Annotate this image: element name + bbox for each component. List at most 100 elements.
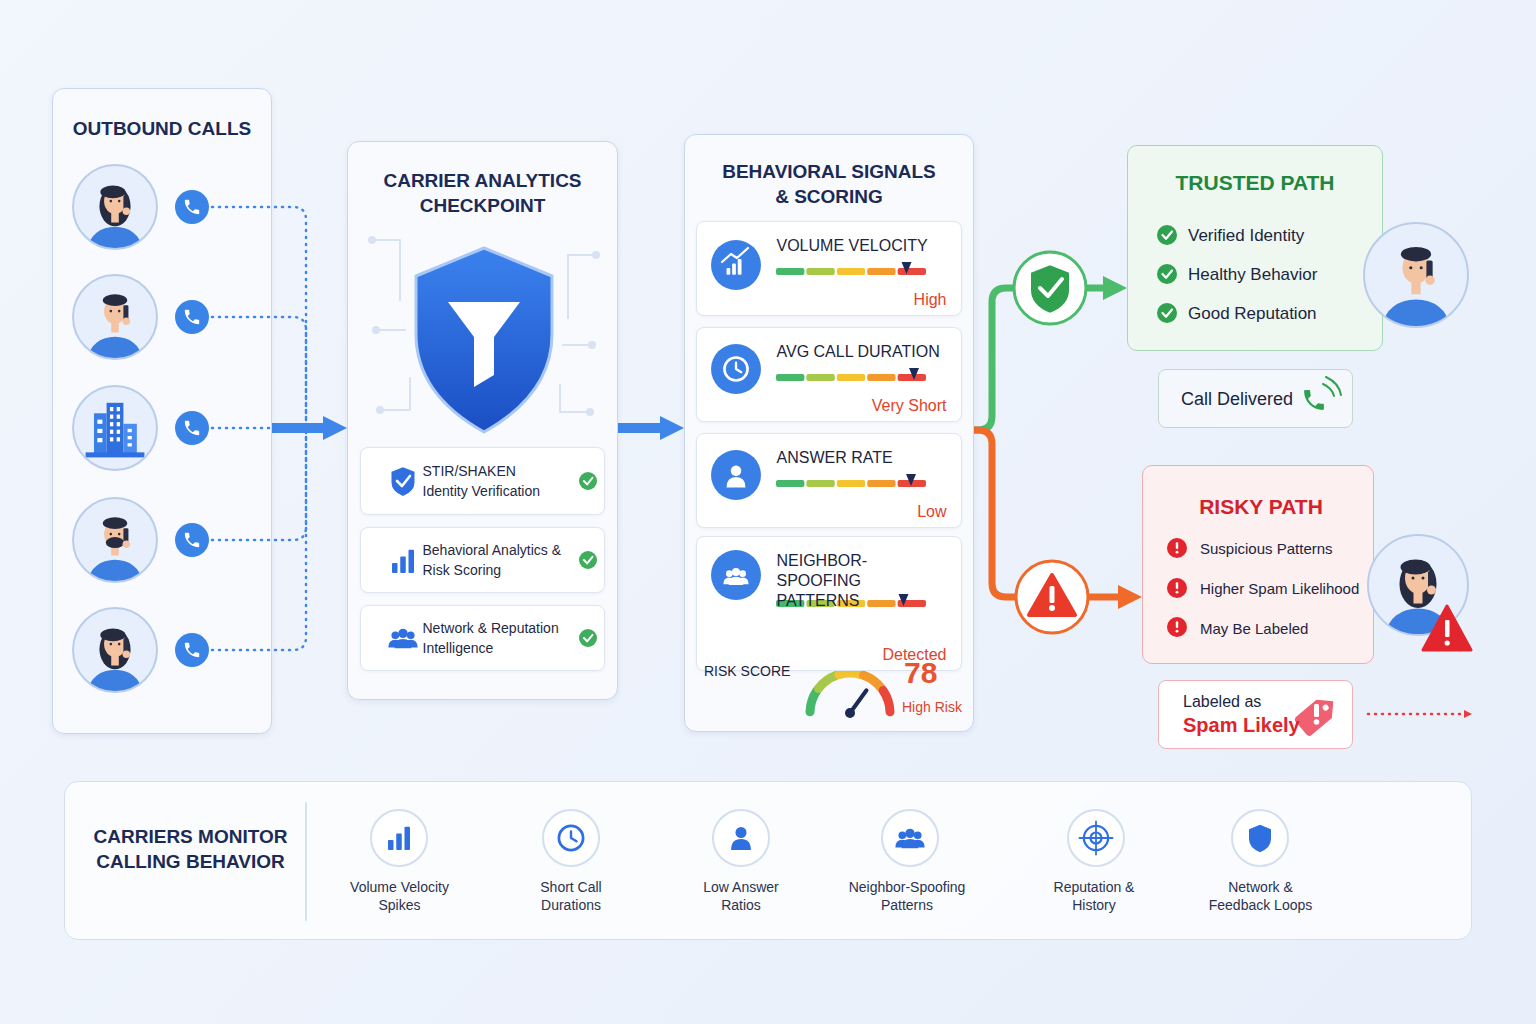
icon-circle — [736, 827, 747, 838]
icon-rect — [128, 443, 132, 446]
icon-circle — [711, 344, 761, 394]
signal-name: AVG CALL DURATION — [777, 342, 947, 362]
icon-path — [883, 691, 890, 712]
icon-circle — [73, 275, 157, 359]
icon-circle — [118, 200, 121, 203]
icon-path — [372, 240, 596, 412]
icon-ellipse — [89, 670, 141, 710]
icon-circle — [1176, 630, 1179, 633]
signals-panel: BEHAVIORAL SIGNALS & SCORINGVOLUME VELOC… — [684, 134, 974, 732]
icon-circle — [711, 550, 761, 600]
icon-circle — [1422, 577, 1425, 580]
icon-rect — [128, 429, 132, 432]
icon-circle — [1364, 223, 1468, 327]
icon-circle — [73, 165, 157, 249]
icon-circle — [1157, 225, 1177, 245]
icon-ellipse — [104, 298, 126, 324]
icon-ellipse — [1400, 560, 1437, 608]
icon-path — [583, 556, 592, 563]
icon-path — [850, 690, 867, 713]
icon-circle — [1068, 810, 1124, 866]
icon-rect — [1414, 590, 1423, 604]
icon-path — [1163, 271, 1173, 278]
icon-circle — [110, 643, 113, 646]
icon-path — [911, 840, 925, 848]
icon-circle — [713, 810, 769, 866]
icon-circle — [372, 326, 380, 334]
icon-path — [212, 317, 306, 428]
icon-circle — [588, 341, 596, 349]
icon-circle — [73, 608, 157, 692]
icon-rect — [97, 429, 102, 433]
icon-ellipse — [1384, 299, 1448, 349]
icon-circle — [1049, 605, 1055, 611]
icon-rect — [123, 305, 128, 320]
icon-g — [73, 275, 157, 377]
icon-rect — [806, 374, 834, 381]
icon-path — [1323, 377, 1341, 396]
icon-circle — [726, 570, 733, 577]
icon-rect — [396, 833, 402, 850]
checkpoint-panel: CARRIER ANALYTICS CHECKPOINTSTIR/SHAKEN … — [347, 141, 618, 700]
icon-circle — [371, 810, 427, 866]
icon-rect — [1428, 571, 1434, 589]
delivered-box: Call Delivered — [1158, 369, 1353, 428]
icon-rect — [111, 321, 119, 332]
icon-rect — [86, 452, 145, 457]
icon-path — [448, 302, 520, 387]
icon-path — [185, 421, 199, 435]
icon-circle — [1412, 577, 1415, 580]
risk-score-text: 78 — [904, 656, 964, 690]
icon-path — [909, 368, 919, 380]
icon-path — [726, 477, 745, 488]
icon-rect — [123, 195, 128, 210]
icon-circle — [175, 523, 209, 557]
icon-g — [1293, 692, 1341, 737]
icon-path — [185, 310, 199, 324]
icon-g — [1368, 535, 1468, 657]
icon-rect — [737, 259, 741, 275]
signal-value: High — [777, 290, 947, 310]
icon-rect — [94, 413, 107, 453]
icon-circle — [118, 533, 121, 536]
monitor-item-label: Volume Velocity Spikes — [337, 878, 462, 914]
icon-path — [388, 639, 402, 647]
icon-ellipse — [1387, 609, 1449, 657]
icon-path — [394, 638, 411, 647]
icon-circle — [110, 533, 113, 536]
icon-g — [73, 608, 157, 710]
icon-rect — [776, 374, 804, 381]
icon-circle — [711, 450, 761, 500]
icon-circle — [1314, 719, 1320, 725]
status-text: Call Delivered — [1181, 387, 1352, 411]
icon-circle — [1368, 535, 1468, 635]
signal-card: ANSWER RATELow — [696, 433, 962, 528]
icon-rect — [392, 563, 398, 573]
icon-g — [73, 498, 157, 600]
icon-circle — [1368, 535, 1468, 635]
icon-ellipse — [99, 186, 130, 226]
icon-rect — [107, 403, 124, 453]
icon-path — [1464, 710, 1472, 718]
icon-ellipse — [1405, 563, 1431, 594]
icon-rect — [867, 374, 895, 381]
icon-circle — [73, 608, 157, 692]
icon-circle — [739, 570, 746, 577]
icon-ellipse — [104, 521, 126, 547]
icon-rect — [405, 827, 411, 850]
icon-rect — [128, 436, 132, 439]
icon-circle — [118, 643, 121, 646]
icon-path — [212, 207, 306, 428]
icon-circle — [898, 831, 906, 839]
icon-rect — [1176, 621, 1178, 628]
icon-circle — [376, 406, 384, 414]
icon-path — [895, 840, 909, 848]
icon-path — [1080, 822, 1113, 855]
monitor-item-label: Reputation & History — [1039, 878, 1149, 914]
icon-ellipse — [104, 188, 126, 214]
monitor-item-label: Network & Feedback Loops — [1203, 878, 1318, 914]
icon-rect — [1411, 280, 1420, 294]
icon-circle — [1232, 810, 1288, 866]
icon-circle — [724, 357, 747, 380]
